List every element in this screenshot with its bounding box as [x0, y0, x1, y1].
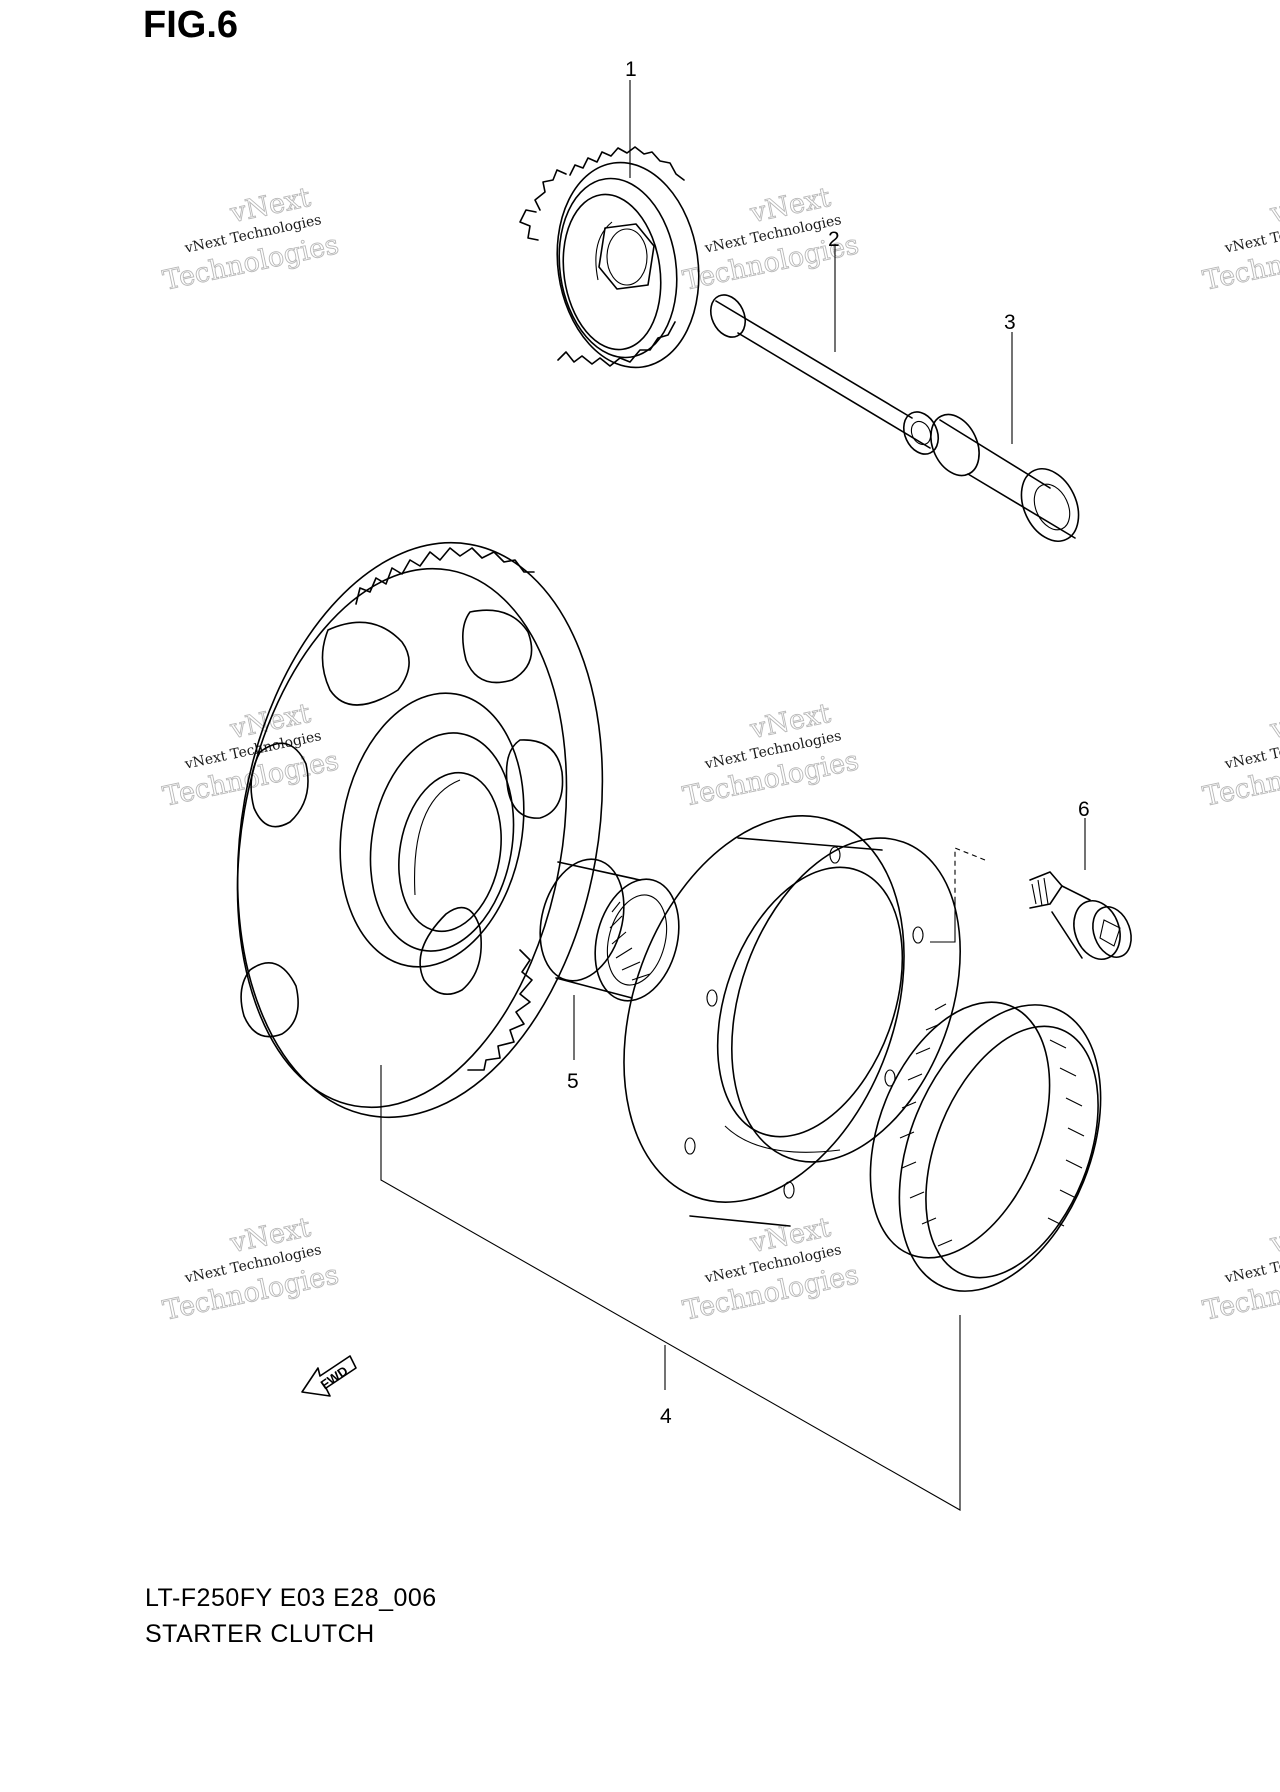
part-4-starter-gear — [236, 541, 604, 1119]
part-4-one-way-clutch — [869, 1001, 1102, 1292]
section-title: STARTER CLUTCH — [145, 1620, 375, 1648]
figure-title: FIG.6 — [143, 4, 239, 46]
callout-2: 2 — [828, 228, 840, 251]
part-5-needle-bearing — [539, 858, 680, 1002]
model-code: LT-F250FY E03 E28_006 — [145, 1584, 437, 1612]
callout-4: 4 — [660, 1405, 672, 1428]
watermark-group: vNext vNext Technologies Technologies vN… — [160, 182, 1280, 1328]
watermark-text: vNext — [1267, 698, 1280, 745]
leader-lines — [380, 80, 1086, 1511]
callout-5: 5 — [567, 1070, 579, 1093]
watermark-text: vNext — [1267, 182, 1280, 229]
part-4-clutch-housing — [623, 815, 961, 1227]
callout-1: 1 — [625, 58, 637, 81]
part-2-shaft — [709, 294, 940, 455]
watermark-text: vNext — [1267, 1212, 1280, 1259]
callout-6: 6 — [1078, 798, 1090, 821]
part-1-idle-gear — [519, 146, 700, 369]
fwd-arrow-icon: FWD — [301, 1355, 357, 1397]
part-6-bolt — [1029, 871, 1132, 960]
callout-3: 3 — [1004, 311, 1016, 334]
callout-labels: 1 2 3 4 5 6 — [567, 58, 1090, 1428]
part-3-bushing — [930, 413, 1080, 542]
fwd-label: FWD — [318, 1363, 351, 1392]
